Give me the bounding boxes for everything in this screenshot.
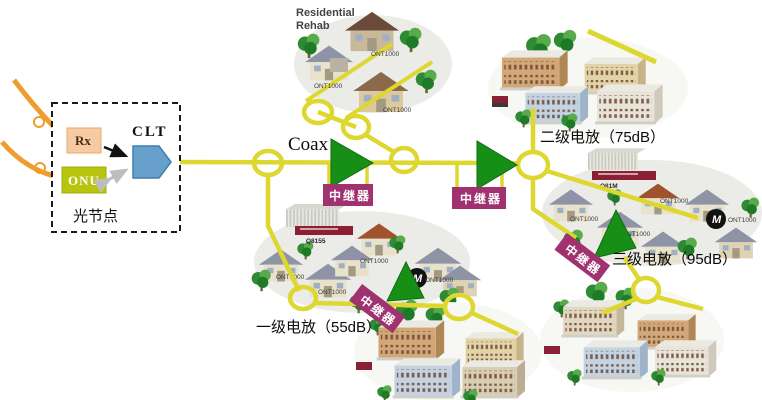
coax-tap-line — [317, 109, 357, 130]
repeater-label: 中继器 — [329, 188, 371, 203]
splitter-node — [251, 148, 285, 178]
optical-node-label: 光节点 — [73, 208, 118, 225]
ont-label: ONT1000 — [383, 107, 412, 114]
ont-label: ONT1000 — [622, 231, 651, 238]
cluster-buildings-top-right — [488, 28, 688, 138]
tree-icon — [377, 385, 392, 400]
rehab-street-line — [344, 60, 434, 120]
repeater-box-1 — [323, 184, 373, 206]
amplifier-2 — [476, 140, 518, 190]
clt-module — [132, 145, 172, 179]
splitter-node — [630, 275, 662, 305]
repeater-box-2 — [452, 187, 506, 209]
ont-label: ONT1000 — [371, 51, 400, 58]
ont-label: ONT1000 — [570, 216, 599, 223]
amplifier-4 — [386, 260, 425, 302]
splitter-node — [340, 113, 372, 141]
motorola-m: M — [712, 214, 722, 226]
splitter-node — [515, 149, 551, 181]
splitters — [251, 98, 662, 322]
rx-module — [66, 127, 102, 154]
splitter-node — [388, 145, 420, 175]
ont-label: ONT1000 — [660, 198, 689, 205]
stage2-label: 二级电放（75dB） — [540, 129, 665, 146]
headend-unit — [295, 226, 353, 235]
cluster-buildings-bottom-right — [540, 281, 724, 392]
clt-label: CLT — [132, 124, 167, 140]
coax-tap-line — [364, 133, 396, 154]
apartment-building — [392, 358, 461, 399]
amplifier-3 — [593, 208, 637, 259]
ont-label: ONT1000 — [728, 217, 757, 224]
rehab-label: Residential Rehab — [296, 7, 368, 32]
ont-label: ONT1000 — [425, 277, 454, 284]
coax-branch-down-right — [530, 178, 578, 240]
splitter-node — [442, 292, 476, 322]
optical-node: Rx ONU CLT 光节点 — [51, 102, 181, 233]
rehab-label-line2: Rehab — [296, 19, 330, 32]
shop-sign — [492, 96, 508, 103]
stage1-label: 一级电放（55dB） — [256, 319, 381, 336]
rx-label: Rx — [75, 133, 91, 148]
coax-stub — [656, 294, 704, 312]
splitter-node — [287, 284, 319, 312]
shop-sign — [356, 362, 372, 370]
coax-label: Coax — [288, 134, 329, 155]
coax-amp3-out — [622, 255, 641, 281]
warehouse — [588, 148, 646, 170]
coax-branch-bottom-cont — [471, 310, 519, 337]
stage3-label: 三级电放（95dB） — [612, 251, 737, 268]
headend-label: Q8155 — [306, 238, 326, 245]
motorola-m: M — [413, 273, 423, 285]
coax-branch-down-left — [265, 175, 302, 292]
fiber-connector-ring — [33, 116, 45, 128]
amplifier-1 — [330, 138, 375, 188]
headend-lights — [300, 228, 338, 230]
repeater-label: 中继器 — [460, 191, 502, 206]
rehab-street-line — [304, 42, 394, 103]
apartment-building — [581, 340, 648, 380]
ont-label: ONT1000 — [360, 258, 389, 265]
apartment-building — [595, 84, 663, 125]
ont-label: ONT1000 — [314, 83, 343, 90]
rehab-label-line1: Residential — [296, 7, 355, 19]
fiber-connector-ring — [34, 162, 46, 174]
tree-icon — [251, 269, 271, 292]
ont-label: ONT1000 — [318, 289, 347, 296]
motorola-logo — [706, 209, 726, 229]
apartment-building — [500, 50, 568, 91]
coax-to-bottom-right — [601, 296, 637, 316]
garage — [330, 58, 348, 72]
onu-label: ONU — [68, 173, 100, 188]
cluster-residential-rehab: ONT1000 ONT1000 ONT1000 — [294, 11, 452, 120]
street-line — [586, 28, 658, 65]
shop-sign — [544, 346, 560, 354]
splitter-node — [301, 98, 335, 126]
headend-unit — [592, 171, 656, 180]
amplifiers — [330, 138, 637, 302]
cluster-buildings-bottom-middle — [354, 299, 542, 400]
headend-label: Q81M — [600, 183, 618, 190]
coax-branch-right — [546, 168, 699, 221]
shop-base — [492, 103, 508, 107]
rx-to-clt-arrow — [103, 143, 129, 158]
onu-clt-link-arrow — [93, 168, 129, 193]
warehouse — [286, 203, 348, 228]
headend-lights — [598, 173, 638, 175]
